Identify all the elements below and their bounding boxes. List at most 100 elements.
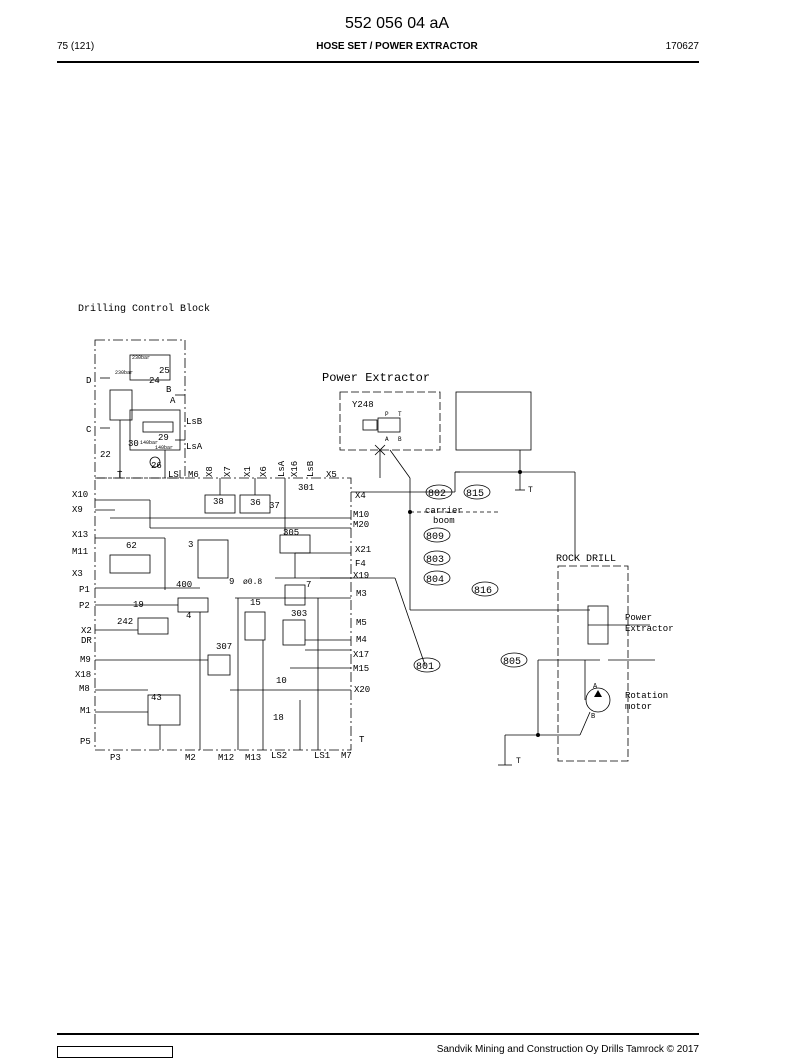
component-number: 303 [291, 609, 307, 619]
bottom-port-label: P3 [110, 753, 121, 763]
right-port-label: X19 [353, 571, 369, 581]
footer-rule [57, 1033, 699, 1035]
hose-number: 816 [474, 586, 492, 597]
top-port-label: X5 [326, 470, 337, 480]
component-number: 9 [229, 577, 234, 587]
power-extractor-title: Power Extractor [322, 371, 430, 385]
left-port-label: M8 [79, 684, 90, 694]
block-letter: B [166, 385, 172, 395]
right-port-label: M4 [356, 635, 367, 645]
component-number: 301 [298, 483, 314, 493]
component-number: 37 [269, 501, 280, 511]
left-port-label: X10 [72, 490, 88, 500]
document-number: 552 056 04 aA [344, 15, 450, 32]
component-number: 400 [176, 580, 192, 590]
right-port-label: F4 [355, 559, 366, 569]
component-number: 43 [151, 693, 162, 703]
component-number: 29 [158, 433, 169, 443]
left-port-label: M9 [80, 655, 91, 665]
right-port-label: M3 [356, 589, 367, 599]
page-number: 75 (121) [57, 41, 95, 52]
right-port-label: M15 [353, 664, 369, 674]
left-port-label: X13 [72, 530, 88, 540]
bottom-port-label: LS2 [271, 751, 287, 761]
block-letter: LsB [186, 417, 203, 427]
block-letter: LsA [186, 442, 203, 452]
power-extractor-label-1: Power [625, 613, 652, 623]
left-port-label: M1 [80, 706, 91, 716]
component-number: 30 [128, 439, 139, 449]
top-port-label: M6 [188, 470, 199, 480]
top-port-label: X6 [259, 466, 269, 477]
top-port-label: X16 [290, 461, 300, 477]
left-port-label: P5 [80, 737, 91, 747]
carrier-boom-line2: boom [433, 516, 455, 526]
page-title: HOSE SET / POWER EXTRACTOR [316, 41, 478, 52]
hose-number: 801 [416, 662, 434, 673]
valve-label: Y248 [352, 400, 374, 410]
hose-number: 809 [426, 532, 444, 543]
hose-number: 803 [426, 555, 444, 566]
top-port-label: X1 [243, 466, 253, 477]
valve-port-a: A [385, 436, 389, 443]
right-port-label: X4 [355, 491, 366, 501]
orifice-label: ø0.8 [243, 578, 262, 587]
right-port-label: M10 [353, 510, 369, 520]
left-port-label: D [86, 376, 91, 386]
right-port-label: T [359, 735, 365, 745]
component-number: 18 [273, 713, 284, 723]
left-port-label: M11 [72, 547, 88, 557]
top-port-label: X7 [223, 466, 233, 477]
pressure-label: 230bar [115, 370, 133, 376]
right-port-label: M5 [356, 618, 367, 628]
rotation-motor-label-2: motor [625, 702, 652, 712]
drilling-block-title: Drilling Control Block [78, 303, 210, 315]
left-port-label: DR [81, 636, 92, 646]
component-number: 4 [186, 611, 191, 621]
rock-drill-title: ROCK DRILL [556, 554, 616, 565]
top-port-label: LsA [277, 460, 287, 477]
component-number: 15 [250, 598, 261, 608]
left-port-label: X18 [75, 670, 91, 680]
component-number: 25 [159, 366, 170, 376]
component-number: 242 [117, 617, 133, 627]
carrier-boom-line1: carrier [425, 506, 463, 516]
component-number: 38 [213, 497, 224, 507]
component-number: 3 [188, 540, 193, 550]
tank-label: T [516, 757, 521, 766]
pressure-label: 140bar [155, 445, 173, 451]
bottom-port-label: M7 [341, 751, 352, 761]
bottom-port-label: LS1 [314, 751, 330, 761]
drilling-block-outline [94, 477, 352, 751]
motor-port-a: A [593, 683, 598, 691]
tank-label: T [528, 486, 533, 495]
rotation-motor-label-1: Rotation [625, 691, 668, 701]
bottom-port-label: M13 [245, 753, 261, 763]
company-logo [57, 1046, 173, 1058]
header-rule [57, 61, 699, 63]
right-port-label: X21 [355, 545, 371, 555]
block-letter: A [170, 396, 176, 406]
left-port-label: P2 [79, 601, 90, 611]
hose-number: 802 [428, 489, 446, 500]
component-number: 10 [276, 676, 287, 686]
left-port-label: X2 [81, 626, 92, 636]
valve-port-b: B [398, 436, 402, 443]
component-number: 36 [250, 498, 261, 508]
pressure-label: 230bar [132, 355, 150, 361]
left-port-label: P1 [79, 585, 90, 595]
bottom-port-label: M2 [185, 753, 196, 763]
valve-port-t: T [398, 411, 402, 418]
valve-port-p: P [385, 411, 389, 418]
component-number: 22 [100, 450, 111, 460]
right-port-label: X17 [353, 650, 369, 660]
left-port-label: C [86, 425, 92, 435]
hose-number: 805 [503, 657, 521, 668]
left-port-label: X9 [72, 505, 83, 515]
drilling-block-upper-outline [94, 339, 186, 479]
right-port-label: X20 [354, 685, 370, 695]
pressure-label: 140bar [140, 440, 158, 446]
component-number: 24 [149, 376, 160, 386]
top-port-label: LS [168, 470, 179, 480]
